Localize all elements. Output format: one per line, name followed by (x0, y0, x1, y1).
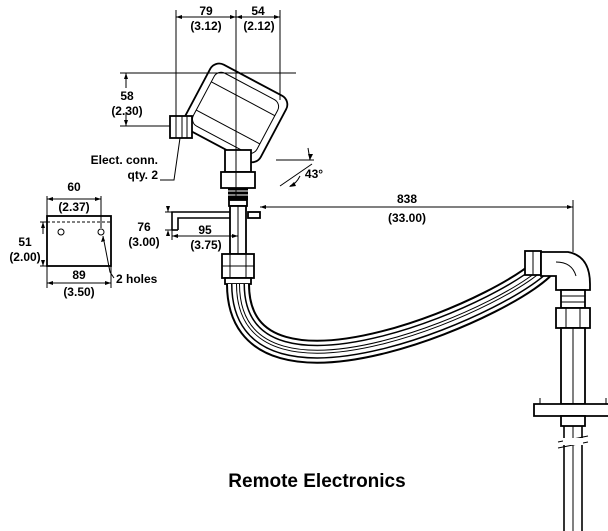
angle-label: 43° (305, 167, 323, 181)
conduit-note-line2: qty. 2 (128, 168, 159, 182)
probe-hex-nut (555, 307, 591, 329)
head-offset-mm: 54 (251, 4, 265, 18)
bracket-depth-in: (3.75) (190, 238, 221, 252)
mounting-hole (57, 228, 65, 236)
neck-nut (220, 171, 256, 189)
enclosure-cover-ring (191, 71, 280, 154)
head-height-in: (2.30) (111, 104, 142, 118)
plate-width-top-in: (2.37) (58, 200, 89, 214)
mounting-hole (97, 228, 105, 236)
holes-note: 2 holes (116, 272, 158, 286)
plate-height-mm: 51 (18, 235, 32, 249)
sensor-probe (533, 307, 608, 531)
enclosure-neck (224, 149, 252, 173)
electronics-enclosure (169, 62, 289, 207)
head-height-mm: 58 (120, 89, 134, 103)
head-offset-in: (2.12) (243, 19, 274, 33)
plate-width-top-mm: 60 (67, 180, 81, 194)
bracket-height-in: (3.00) (128, 235, 159, 249)
cable-length-in: (33.00) (388, 211, 426, 225)
flexible-cable (226, 254, 559, 364)
plate-height-in: (2.00) (9, 250, 40, 264)
conduit-note-line1: Elect. conn. (91, 153, 158, 167)
head-width-mm: 79 (199, 4, 213, 18)
bracket-depth-mm: 95 (198, 223, 212, 237)
process-flange (533, 403, 608, 417)
plate-width-bottom-in: (3.50) (63, 285, 94, 299)
conduit-connection (169, 115, 193, 139)
dimension-labels: 79 (3.12) 54 (2.12) 58 (2.30) Elect. con… (9, 4, 426, 299)
plate-width-bottom-mm: 89 (72, 268, 86, 282)
diagram-caption: Remote Electronics (228, 471, 405, 492)
dimension-lines (40, 10, 574, 288)
bracket-height-mm: 76 (137, 220, 151, 234)
cable-length-mm: 838 (397, 192, 417, 206)
head-width-in: (3.12) (190, 19, 221, 33)
mounting-plate (46, 215, 112, 267)
neck-threads (228, 188, 248, 200)
